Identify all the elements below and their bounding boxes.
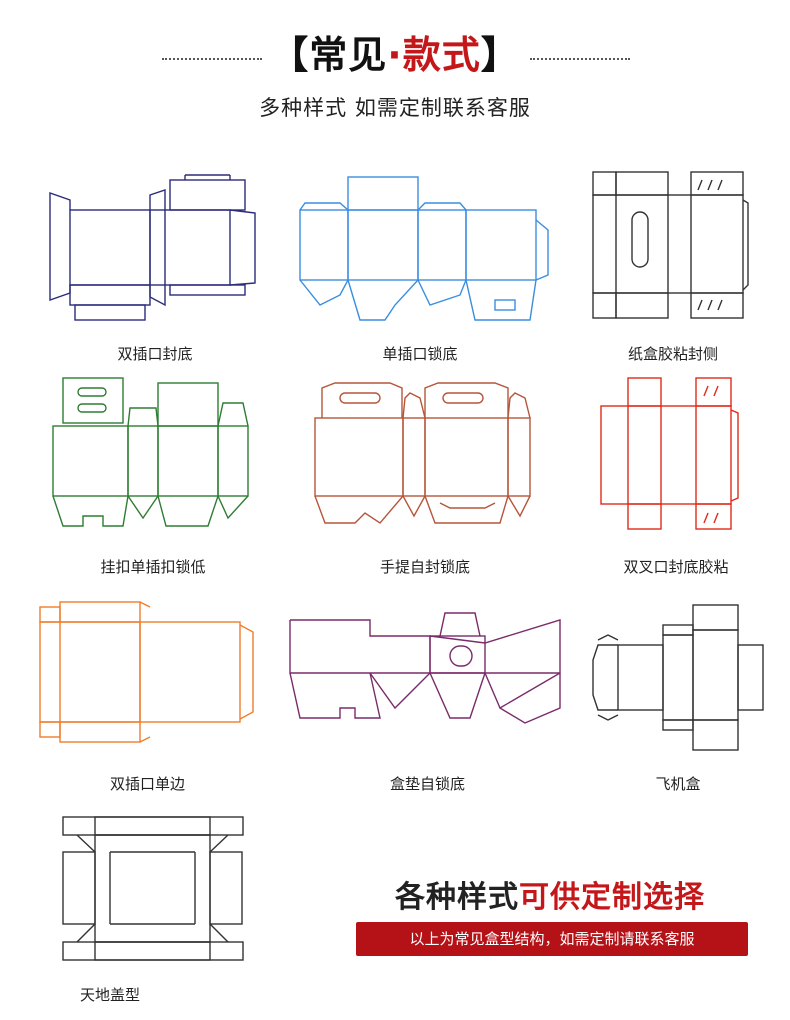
promo-contact-bar[interactable]: 以上为常见盒型结构，如需定制请联系客服 bbox=[356, 922, 748, 956]
dieline-mailer-box-icon bbox=[592, 604, 764, 751]
title-left-bracket: 【 bbox=[270, 33, 310, 77]
box-label-1: 双插口封底 bbox=[117, 345, 193, 363]
box-card-7[interactable]: 双插口单边 bbox=[35, 597, 260, 802]
dieline-lid-base-icon bbox=[62, 816, 244, 961]
promo-headline: 各种样式可供定制选择 bbox=[350, 872, 750, 916]
dieline-pad-lock-icon bbox=[289, 612, 561, 724]
page-subtitle: 多种样式 如需定制联系客服 bbox=[259, 96, 531, 120]
promo-headline-red: 可供定制选择 bbox=[519, 880, 705, 915]
box-card-2[interactable]: 单插口锁底 bbox=[290, 175, 550, 375]
title-dot: · bbox=[387, 33, 403, 77]
dieline-double-fork-icon bbox=[600, 377, 739, 530]
box-card-10[interactable]: 天地盖型 bbox=[55, 812, 250, 1012]
dieline-double-tuck-icon bbox=[49, 174, 256, 321]
box-label-8: 盒垫自锁底 bbox=[389, 775, 465, 793]
title-red-part: 款式 bbox=[402, 33, 481, 77]
title-black-part: 常见 bbox=[309, 33, 388, 77]
box-label-9: 飞机盒 bbox=[655, 775, 701, 793]
box-card-9[interactable]: 飞机盒 bbox=[588, 600, 768, 803]
dieline-hang-tab-icon bbox=[52, 377, 249, 527]
box-card-3[interactable]: 纸盒胶粘封侧 bbox=[588, 170, 758, 375]
box-label-6: 双叉口封底胶粘 bbox=[623, 558, 729, 576]
title-right-bracket: 】 bbox=[480, 33, 520, 77]
box-card-1[interactable]: 双插口封底 bbox=[40, 174, 270, 375]
page-title: 【常见·款式】 bbox=[0, 30, 790, 80]
dieline-lock-bottom-icon bbox=[299, 176, 549, 321]
box-label-2: 单插口锁底 bbox=[382, 345, 458, 363]
dieline-glued-side-icon bbox=[592, 171, 749, 319]
box-card-5[interactable]: 手提自封锁底 bbox=[310, 378, 540, 583]
box-label-5: 手提自封锁底 bbox=[379, 558, 470, 576]
dieline-handle-box-icon bbox=[314, 382, 531, 524]
box-label-10: 天地盖型 bbox=[79, 986, 140, 1004]
box-card-4[interactable]: 挂扣单插扣锁低 bbox=[48, 377, 258, 583]
box-card-8[interactable]: 盒垫自锁底 bbox=[285, 608, 570, 803]
box-label-4: 挂扣单插扣锁低 bbox=[100, 558, 206, 576]
header: 【常见·款式】 bbox=[0, 22, 790, 102]
decorative-dotted-line-right bbox=[530, 58, 630, 60]
box-card-6[interactable]: 双叉口封底胶粘 bbox=[596, 377, 756, 583]
box-label-7: 双插口单边 bbox=[109, 775, 185, 793]
dieline-single-edge-icon bbox=[39, 601, 254, 743]
promo-headline-black: 各种样式 bbox=[395, 880, 519, 915]
decorative-dotted-line-left bbox=[162, 58, 262, 60]
box-label-3: 纸盒胶粘封侧 bbox=[627, 345, 718, 363]
